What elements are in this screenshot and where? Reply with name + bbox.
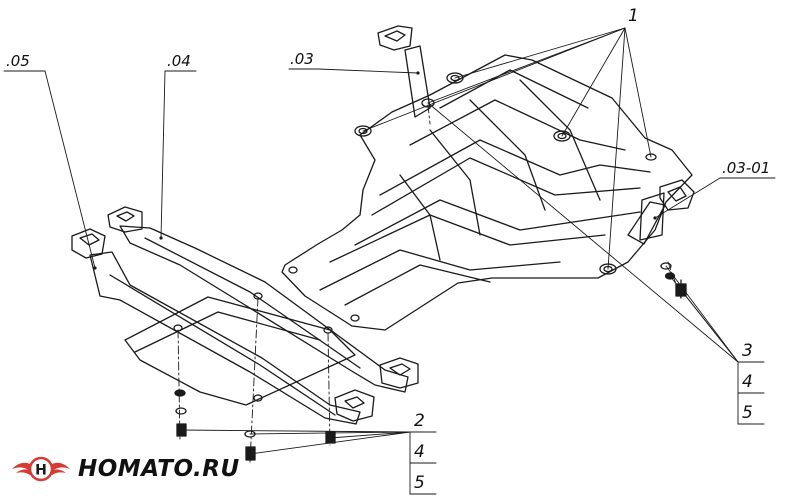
lower-plate	[124, 292, 356, 406]
label-part-05: .05	[6, 52, 30, 70]
crossmember-04	[107, 206, 419, 393]
crossmember-05	[71, 228, 375, 425]
label-part-03: .03	[290, 50, 314, 68]
center-lines	[177, 104, 682, 463]
label-part-04: .04	[167, 52, 191, 70]
svg-text:H: H	[35, 463, 47, 479]
label-item-2: 2	[414, 411, 425, 431]
label-item-4-lower: 4	[414, 442, 425, 462]
main-skid-plate	[281, 54, 693, 331]
label-item-4-right: 4	[742, 372, 753, 392]
hardware-set-left	[174, 389, 336, 461]
label-part-03-01: .03-01	[722, 159, 771, 177]
bracket-03	[377, 25, 435, 118]
homato-wing-logo-icon: H	[12, 456, 70, 482]
label-item-3: 3	[742, 341, 753, 361]
leader-lines	[3, 27, 776, 495]
label-item-5-right: 5	[742, 403, 753, 423]
homato-logo: H HOMATO.RU	[10, 448, 240, 490]
logo-text: HOMATO.RU	[78, 456, 240, 482]
label-item-1: 1	[628, 6, 639, 26]
label-item-5-lower: 5	[414, 473, 425, 493]
